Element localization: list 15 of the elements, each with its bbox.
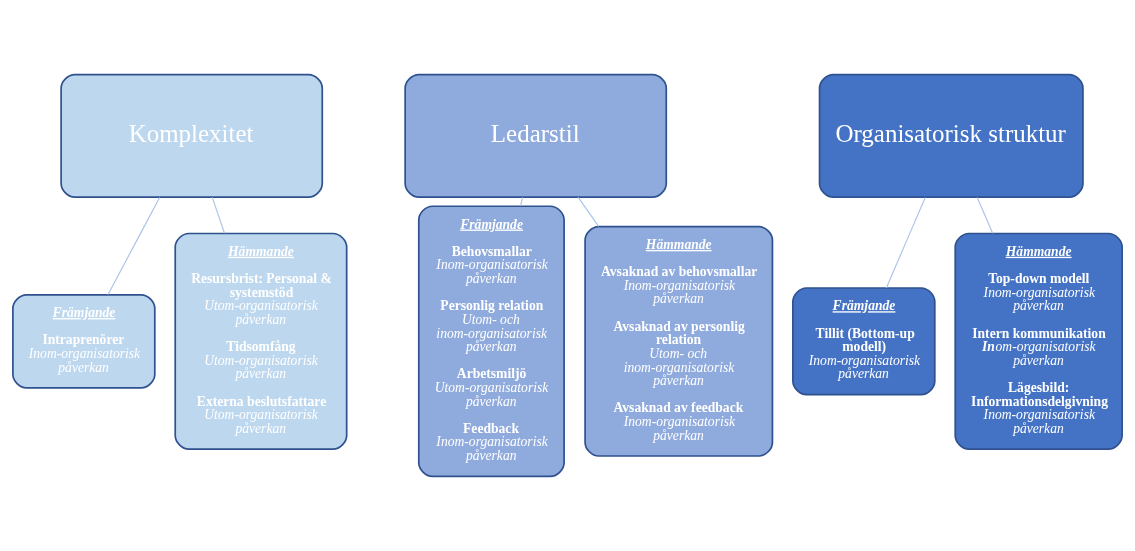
connector xyxy=(107,196,161,296)
node-box: Främjande Intraprenörer Inom-organisatorisk påverkan xyxy=(12,293,156,389)
connector xyxy=(520,196,524,207)
node-box: Hämmande Top-down modell Inom-organisatorisk påverkan Intern kommunikation Inom-organisatorisk påverkan Lägesbild: Informationsdelgivning Inom-organisatorisk påverkan xyxy=(954,232,1123,451)
node-box: Komplexitet xyxy=(60,73,324,198)
node-box: Hämmande Avsaknad av behovsmallar Inom-organisatorisk påverkan Avsaknad av personlig relation Utom- och inom-organisatorisk påverkan Avsaknad av feedback Inom-organisatorisk påverkan xyxy=(584,225,774,457)
node-box: Hämmande Resursbrist: Personal & systemstöd Utom-organisatorisk påverkan Tidsomfång Utom-organisatorisk påverkan Externa beslutsfattare Utom-organisatorisk påverkan xyxy=(174,232,348,451)
node-box: Främjande Tillit (Bottom-up modell) Inom-organisatorisk påverkan xyxy=(792,287,936,396)
connector xyxy=(976,196,994,234)
connector xyxy=(885,196,926,289)
connector xyxy=(577,196,600,227)
node-box: Organisatorisk struktur xyxy=(818,73,1084,198)
node-box: Främjande Behovsmallar Inom-organisatorisk påverkan Personlig relation Utom- och inom-organisatorisk påverkan Arbetsmiljö Utom-organisatorisk påverkan Feedback Inom-organisatorisk påverkan xyxy=(417,205,565,478)
node-box: Ledarstil xyxy=(404,73,668,198)
connector xyxy=(211,196,226,234)
